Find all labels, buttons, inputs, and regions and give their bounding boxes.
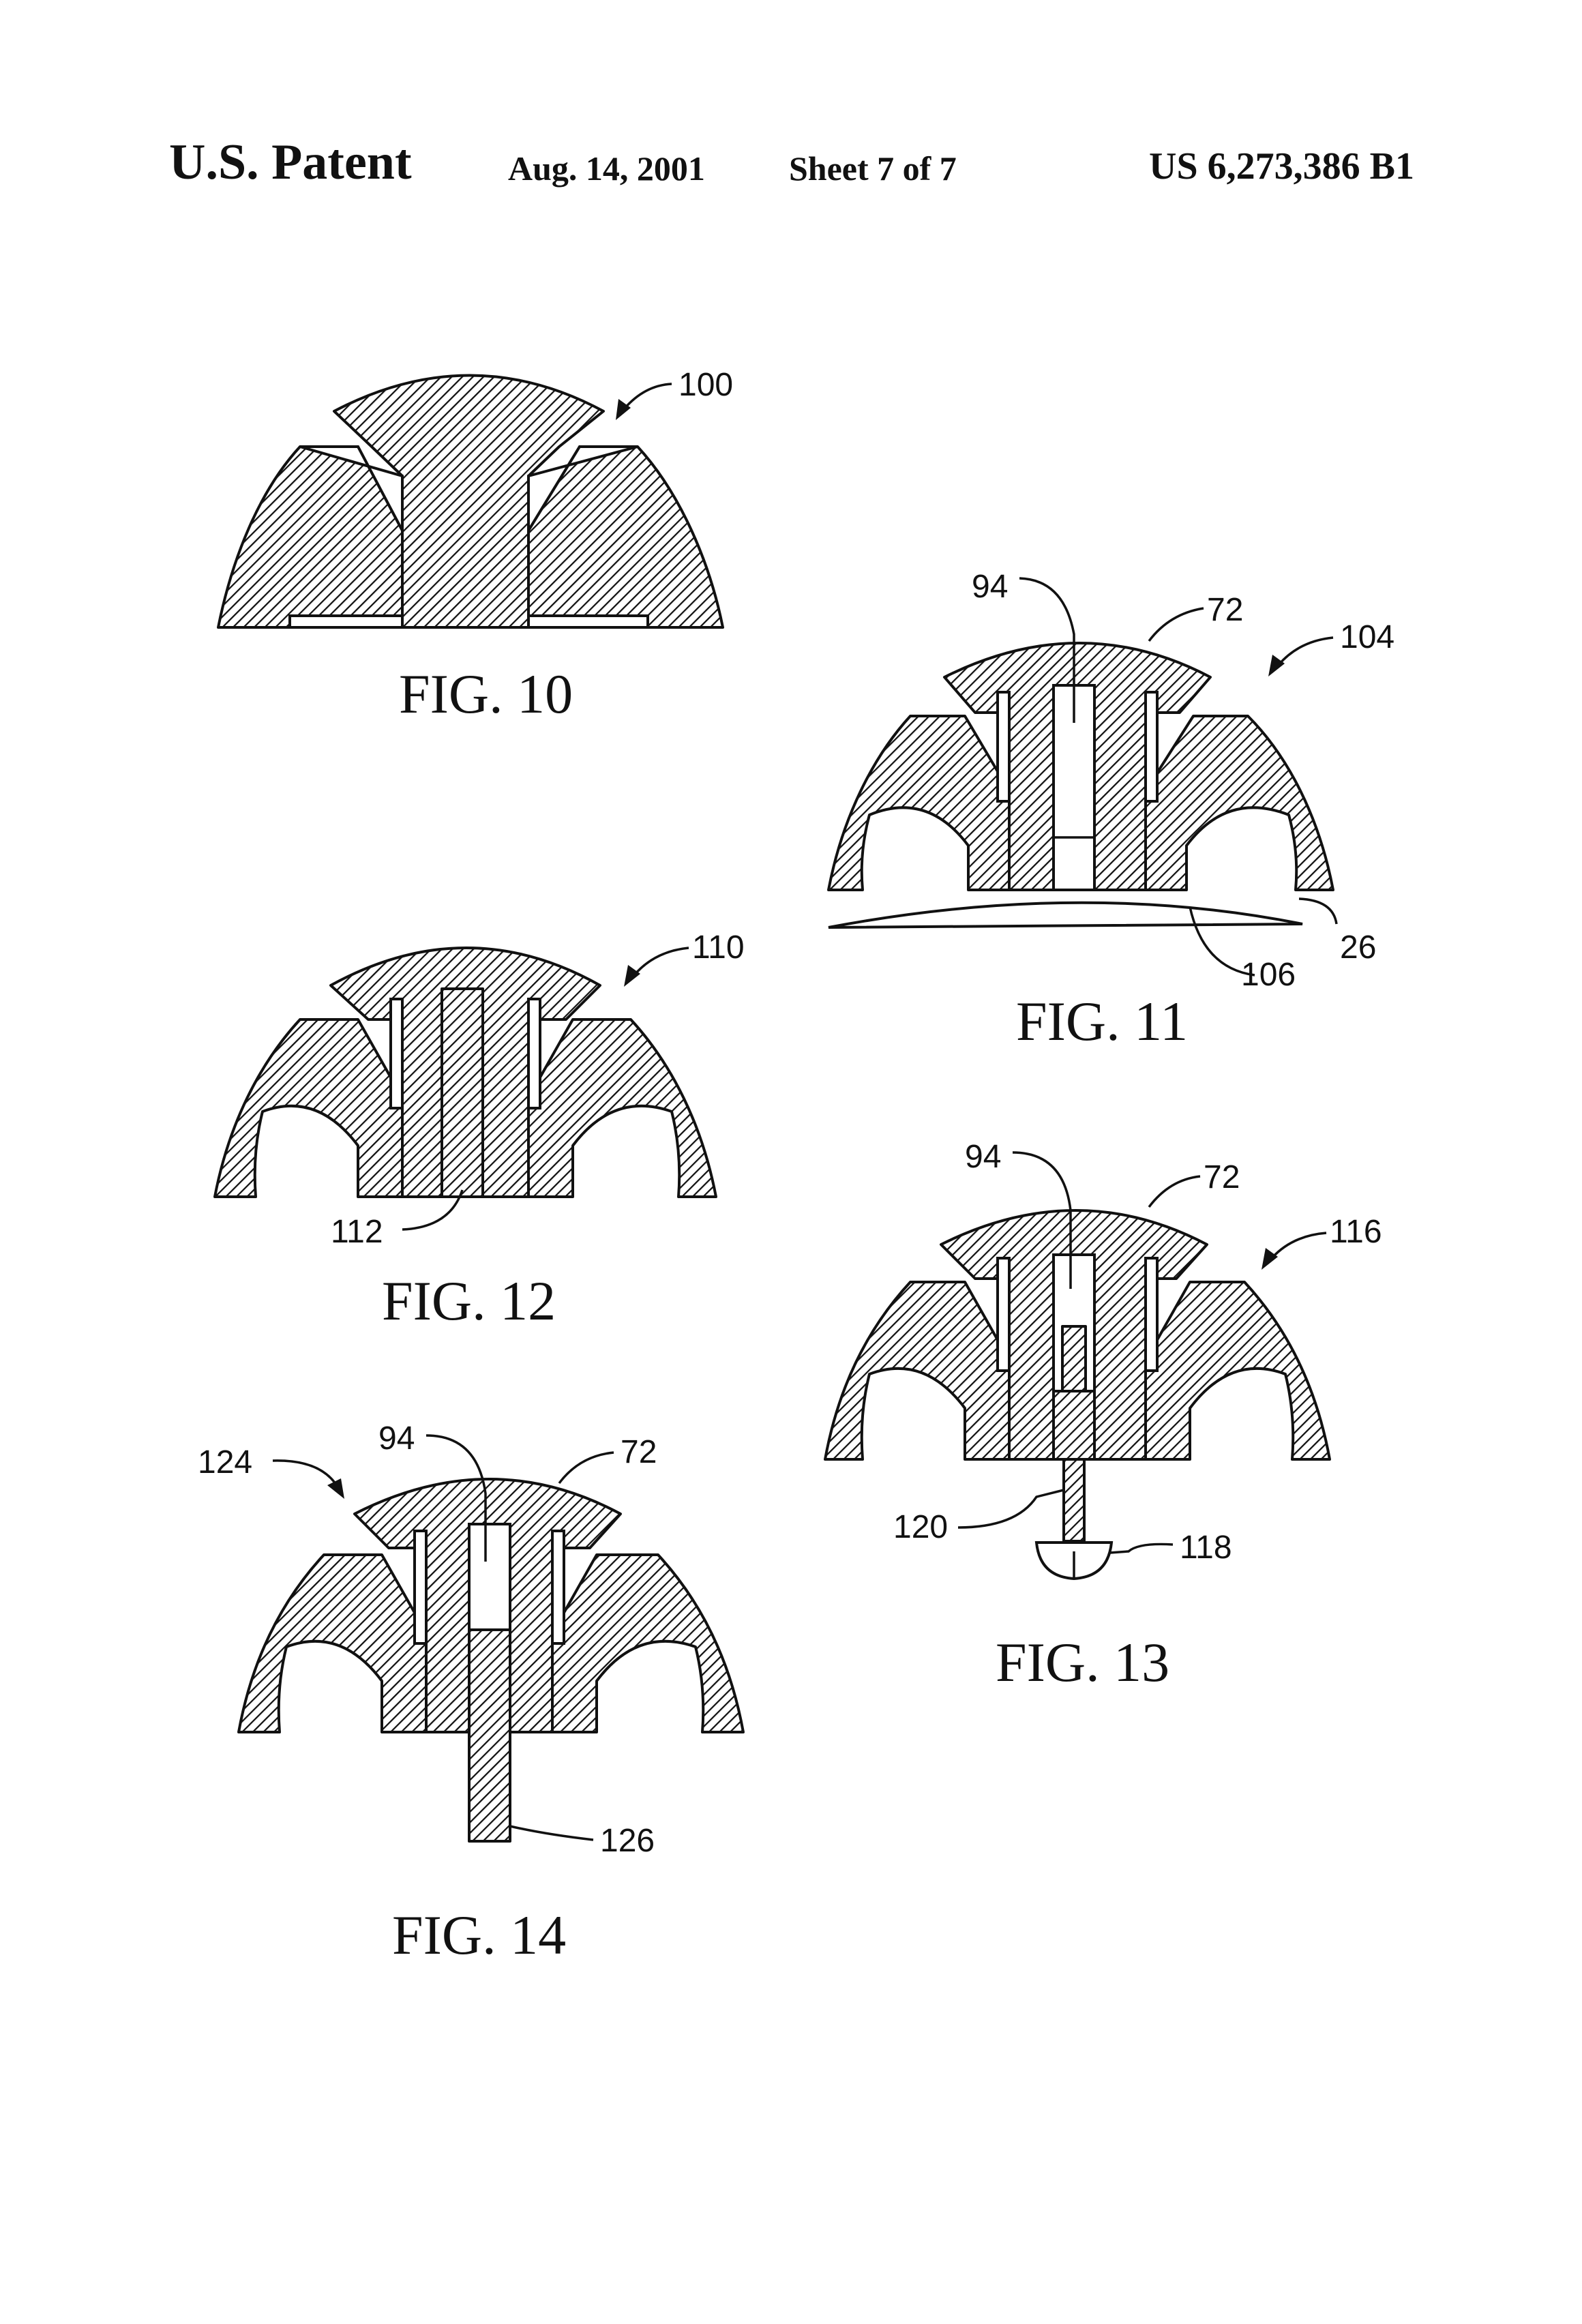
fig13-label: FIG. 13 xyxy=(996,1631,1169,1693)
fig11-ref-106: 106 xyxy=(1241,957,1296,993)
fig14-ref-72: 72 xyxy=(621,1434,657,1470)
fig13-ref-line-118 xyxy=(1109,1543,1174,1554)
fig13-arrow-head xyxy=(1262,1248,1278,1270)
fig13-ref-118: 118 xyxy=(1180,1530,1232,1566)
fig14-ref-arrow-124 xyxy=(272,1459,339,1487)
fig12-arrow-head xyxy=(624,965,640,987)
fig11-slot-right xyxy=(1144,691,1159,803)
fig13-dome-right xyxy=(1144,1281,1331,1461)
fig10-ref-100: 100 xyxy=(678,367,733,403)
fig11-ref-line-106 xyxy=(1189,906,1255,977)
fig14-label: FIG. 14 xyxy=(392,1904,566,1966)
fig13-slot-right xyxy=(1144,1257,1159,1372)
fig14-slot-right xyxy=(551,1530,565,1645)
fig11-pad-106 xyxy=(828,901,1303,929)
fig12-dome-left xyxy=(213,1018,404,1198)
fig14-ref-line-72 xyxy=(558,1451,614,1485)
fig12-ref-line-112 xyxy=(402,1189,464,1231)
fig13-dome-left xyxy=(824,1281,1011,1461)
fig11-slot-left xyxy=(996,691,1011,803)
fig13-bore-lower xyxy=(1052,1390,1096,1461)
fig14-ref-94: 94 xyxy=(378,1420,415,1457)
fig14-dome-left xyxy=(237,1553,428,1733)
fig11-dome-right xyxy=(1144,715,1334,891)
fig10-base-slot-left xyxy=(288,614,404,629)
fig11-ref-26: 26 xyxy=(1340,929,1376,966)
fig14-ref-line-126 xyxy=(509,1825,594,1841)
fig11-ref-line-72 xyxy=(1148,607,1204,642)
fig12-label: FIG. 12 xyxy=(382,1270,556,1332)
fig13-slot-left xyxy=(996,1257,1011,1372)
fig11-ref-72: 72 xyxy=(1207,592,1243,628)
fig10-cavity-left xyxy=(299,445,404,531)
fig11-arrow-head xyxy=(1268,655,1285,676)
fig14-arrow-head xyxy=(327,1478,344,1499)
fig13-ref-arrow-116 xyxy=(1270,1232,1327,1260)
fig14-ref-126: 126 xyxy=(600,1823,655,1859)
figure-10: 100 FIG. 10 xyxy=(217,367,733,725)
fig14-ref-line-94 xyxy=(426,1434,487,1562)
fig12-ref-110: 110 xyxy=(692,929,745,966)
fig11-label: FIG. 11 xyxy=(1016,990,1188,1052)
fig12-slot-right xyxy=(527,998,541,1109)
fig13-ref-line-94 xyxy=(1012,1151,1072,1289)
fig11-ref-104: 104 xyxy=(1340,619,1394,655)
fig10-base-slot-right xyxy=(527,614,649,629)
fig11-ref-94: 94 xyxy=(972,569,1008,605)
fig14-slot-left xyxy=(413,1530,428,1645)
fig14-ref-124: 124 xyxy=(198,1444,252,1480)
fig14-dome-right xyxy=(551,1553,745,1733)
fig10-label: FIG. 10 xyxy=(399,663,573,725)
fig10-ref-arrow xyxy=(623,383,672,411)
fig10-arrow-head xyxy=(616,399,631,420)
fig11-ref-line-94 xyxy=(1019,577,1075,723)
fig14-bore-94 xyxy=(468,1523,511,1631)
fig12-ref-arrow-110 xyxy=(633,947,689,977)
fig12-dome-right xyxy=(527,1018,717,1198)
fig12-ref-112: 112 xyxy=(331,1214,383,1250)
figure-14: 124 94 72 126 FIG. 14 xyxy=(198,1420,745,1966)
fig13-ref-line-120 xyxy=(957,1489,1064,1529)
fig12-insert-112 xyxy=(441,987,484,1198)
header-sheet-number: Sheet 7 of 7 xyxy=(789,149,957,188)
header-patent-number: US 6,273,386 B1 xyxy=(1149,145,1414,188)
figure-13: 94 72 116 120 118 FIG. 13 xyxy=(824,1139,1382,1693)
fig13-ref-line-72 xyxy=(1148,1175,1201,1208)
fig13-screw-shaft xyxy=(1062,1458,1086,1543)
fig11-ref-arrow-104 xyxy=(1277,636,1334,666)
fig13-ref-116: 116 xyxy=(1330,1214,1382,1250)
figure-12: 110 112 FIG. 12 xyxy=(213,929,745,1332)
header-patent-title: U.S. Patent xyxy=(169,134,412,190)
fig11-dome-left xyxy=(827,715,1011,891)
fig12-slot-left xyxy=(389,998,404,1109)
fig13-ref-72: 72 xyxy=(1204,1159,1240,1195)
fig14-pin-126 xyxy=(468,1628,511,1843)
fig13-ref-120: 120 xyxy=(893,1509,948,1545)
fig13-shank-120 xyxy=(1061,1325,1087,1392)
fig10-cavity-right xyxy=(527,445,638,536)
header-patent-date: Aug. 14, 2001 xyxy=(508,149,705,188)
fig13-ref-94: 94 xyxy=(965,1139,1001,1175)
fig11-ref-line-26 xyxy=(1298,897,1338,925)
figure-11: 94 72 104 26 106 FIG. 11 xyxy=(827,569,1394,1052)
